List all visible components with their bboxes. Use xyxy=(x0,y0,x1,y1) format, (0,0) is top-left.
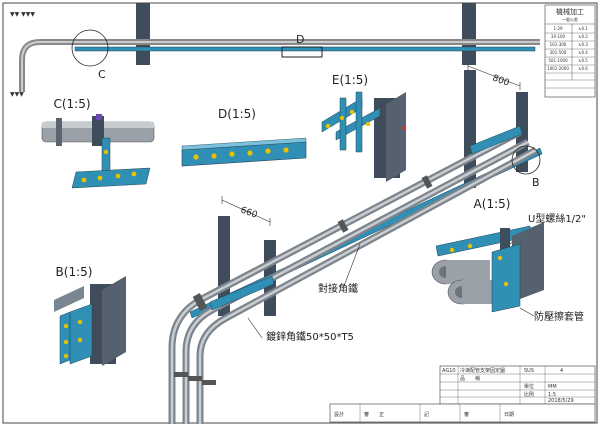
callout-c: C xyxy=(98,68,106,81)
tol-value: ±0.2 xyxy=(578,34,588,39)
label-u-bolt: U型螺絲1/2" xyxy=(528,212,586,225)
detail-e-view xyxy=(321,91,406,182)
tb-material: SUS xyxy=(524,368,534,374)
tol-range: 101-300 xyxy=(550,42,567,47)
corner-marks: ▼▼ ▼▼▼ ▼▼▼ xyxy=(10,11,35,98)
tb-name-label: 品 稱 xyxy=(460,375,480,382)
tb-unit-label: 單位 xyxy=(524,383,534,390)
tol-value: ±0.3 xyxy=(578,42,588,47)
tb-qty: 4 xyxy=(560,368,563,374)
detail-d-view xyxy=(181,137,307,167)
leader-sleeve xyxy=(519,307,535,317)
label-galv-angle: 鍍鋅角鐵50*50*T5 xyxy=(266,330,354,343)
tb-drawing-name: 冷凍配管支架固定圖 xyxy=(460,367,505,374)
detail-c-circle xyxy=(71,29,109,67)
callout-d: D xyxy=(296,33,304,46)
top-pipe-assembly xyxy=(19,3,540,92)
top-post-right xyxy=(462,3,476,65)
tb-scale: 1:5 xyxy=(548,392,556,398)
leader-angle-support xyxy=(343,243,361,287)
tol-value: ±0.1 xyxy=(578,26,588,31)
tb-date: 2018/5/29 xyxy=(548,398,574,404)
tolerance-heading: 機械加工 xyxy=(556,7,584,16)
tb-code: AG10 xyxy=(442,368,456,374)
svg-text:▼▼ ▼▼▼: ▼▼ ▼▼▼ xyxy=(10,11,35,18)
tol-range: 1001-2000 xyxy=(547,66,569,71)
top-pipe-highlight xyxy=(21,41,540,92)
main-pipe-run xyxy=(168,62,543,424)
tolerance-table xyxy=(544,4,596,98)
tol-value: ±0.5 xyxy=(578,58,588,63)
tb-scale-label: 比例 xyxy=(524,391,534,398)
tb-sign-label: 設計 xyxy=(334,411,344,418)
detail-d-box xyxy=(281,46,323,58)
view-b-title: B(1:5) xyxy=(56,265,93,279)
tb-sign-label: 審 xyxy=(464,411,469,418)
detail-c-view xyxy=(41,114,155,189)
view-e-title: E(1:5) xyxy=(332,73,368,87)
tb-sign-label: 記 xyxy=(424,411,429,418)
view-c-title: C(1:5) xyxy=(53,97,90,111)
detail-b-view xyxy=(54,276,126,366)
tol-range: 1-29 xyxy=(553,26,563,31)
dim-660: 660 xyxy=(239,205,259,220)
tol-range: 30-100 xyxy=(551,34,566,39)
tol-range: 501-1000 xyxy=(548,58,568,63)
top-post-left xyxy=(136,3,150,65)
tb-sign-label: 日期 xyxy=(504,412,514,418)
tol-value: ±0.4 xyxy=(578,50,588,55)
tol-value: ±0.6 xyxy=(578,66,588,71)
tolerance-subheading: 一般公差 xyxy=(562,16,578,22)
view-a-title: A(1:5) xyxy=(474,197,511,211)
label-angle-support: 對接角鐵 xyxy=(318,282,358,295)
top-angle-bar xyxy=(74,46,536,52)
tb-unit: MM xyxy=(548,384,557,390)
view-d-title: D(1:5) xyxy=(218,107,256,121)
tb-sign-label: 審 正 xyxy=(364,411,384,418)
title-block xyxy=(329,365,596,423)
svg-text:▼▼▼: ▼▼▼ xyxy=(10,91,24,98)
leader-galv-angle xyxy=(247,317,263,339)
tol-range: 301-500 xyxy=(550,50,567,55)
detail-a-view xyxy=(431,222,544,313)
dim-800: 800 xyxy=(491,73,511,88)
callout-b: B xyxy=(532,176,540,189)
detail-b-circle xyxy=(511,145,541,175)
label-sleeve: 防壓擦套管 xyxy=(534,310,584,323)
